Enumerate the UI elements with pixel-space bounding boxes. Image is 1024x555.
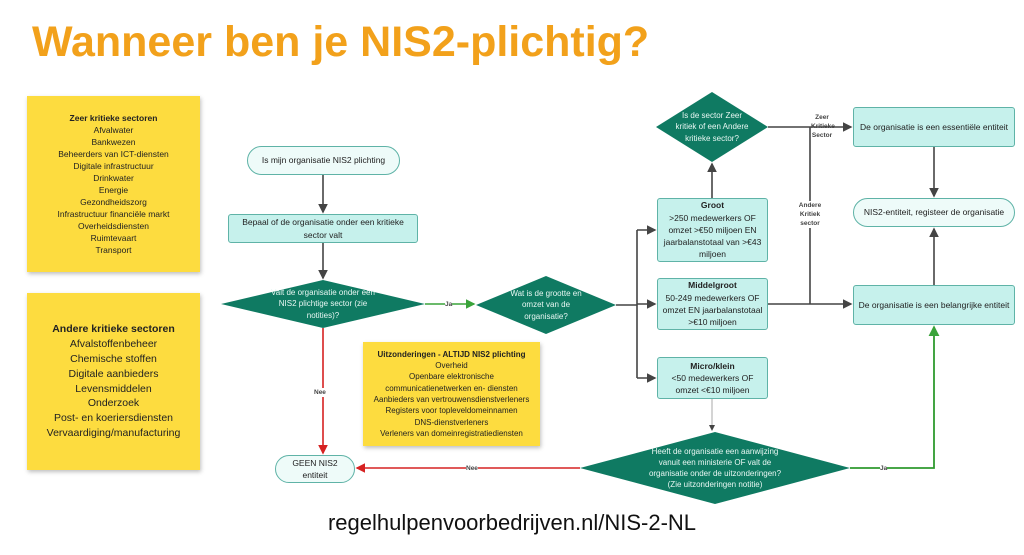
- note-heading: Uitzonderingen - ALTIJD NIS2 plichting: [377, 349, 526, 359]
- note-item: Energie: [98, 185, 129, 195]
- result-geen: GEEN NIS2 entiteit: [275, 455, 355, 483]
- note-zeer-kritieke-sectoren: Zeer kritieke sectoren Afvalwater Bankwe…: [27, 96, 200, 272]
- note-item: Bankwezen: [91, 136, 136, 147]
- size-middelgroot: Middelgroot 50-249 medewerkers OF omzet …: [657, 278, 768, 330]
- note-item: Infrastructuur financiële markt: [57, 209, 170, 220]
- note-item: Openbare elektronische: [409, 372, 494, 382]
- size-title: Middelgroot: [688, 280, 737, 291]
- decision-kritiek: Is de sector Zeer kritiek of een Andere …: [656, 92, 768, 162]
- bepaal-sector-step: Bepaal of de organisatie onder een kriti…: [228, 214, 418, 243]
- note-item: Digitale aanbieders: [68, 367, 159, 380]
- size-groot: Groot >250 medewerkers OF omzet >€50 mil…: [657, 198, 768, 262]
- source-url: regelhulpenvoorbedrijven.nl/NIS-2-NL: [327, 510, 697, 535]
- label-zeer-kritieke-sector: Zeer Kritieke Sector: [811, 114, 835, 140]
- result-registreer: NIS2-entiteit, registeer de organisatie: [853, 198, 1015, 227]
- decision-text: Heeft de organisatie een aanwijzing vanu…: [648, 446, 782, 490]
- note-item: Beheerders van ICT-diensten: [58, 148, 169, 159]
- decision-text: Wat is de grootte en omzet van de organi…: [510, 289, 582, 321]
- note-andere-kritieke-sectoren: Andere kritieke sectoren Afvalstoffenbeh…: [27, 293, 200, 470]
- note-item: Overheid: [435, 360, 468, 370]
- note-item: Levensmiddelen: [75, 382, 152, 395]
- note-item: Gezondheidszorg: [80, 197, 147, 208]
- note-item: Verleners van domeinregistratiediensten: [380, 429, 523, 439]
- decision-text: Is de sector Zeer kritiek of een Andere …: [675, 111, 749, 143]
- page-title: Wanneer ben je NIS2-plichtig?: [32, 18, 650, 66]
- size-title: Groot: [700, 200, 725, 211]
- note-item: Drinkwater: [93, 172, 134, 183]
- note-uitzonderingen: Uitzonderingen - ALTIJD NIS2 plichting O…: [363, 342, 540, 446]
- size-micro: Micro/klein <50 medewerkers OF omzet <€1…: [657, 357, 768, 399]
- note-item: DNS-dienstverleners: [414, 417, 489, 427]
- note-item: Registers voor topleveldomeinnamen: [385, 406, 518, 416]
- note-heading: Zeer kritieke sectoren: [69, 112, 158, 123]
- note-item: Digitale infrastructuur: [73, 160, 154, 171]
- decision-aanwijzing: Heeft de organisatie een aanwijzing vanu…: [580, 432, 850, 504]
- note-item: Post- en koeriersdiensten: [53, 412, 174, 425]
- start-node: Is mijn organisatie NIS2 plichting: [247, 146, 400, 175]
- note-item: Overheidsdiensten: [78, 221, 149, 232]
- label-nee: Nee: [314, 388, 326, 398]
- note-item: Afvalwater: [93, 124, 134, 135]
- note-item: Ruimtevaart: [90, 233, 137, 244]
- arrow-trunk: [616, 230, 638, 378]
- note-item: Chemische stoffen: [70, 352, 157, 365]
- note-item: Vervaardiging/manufacturing: [46, 427, 181, 440]
- decision-nis2-sector: Valt de organisatie onder een NIS2 plich…: [221, 280, 425, 328]
- decision-text: Valt de organisatie onder een NIS2 plich…: [271, 288, 375, 320]
- result-essentieel: De organisatie is een essentiële entitei…: [853, 107, 1015, 147]
- note-item: Onderzoek: [87, 397, 140, 410]
- size-title: Micro/klein: [690, 360, 735, 371]
- note-item: communicatienetwerken en- diensten: [385, 383, 518, 393]
- arrow-ja2: [850, 325, 940, 469]
- note-item: Transport: [95, 245, 132, 256]
- note-item: Aanbieders van vertrouwensdienstverlener…: [373, 395, 530, 404]
- label-ja: Ja: [445, 300, 453, 310]
- size-text: <50 medewerkers OF omzet <€10 miljoen: [671, 372, 754, 396]
- label-nee: Nee: [466, 464, 478, 474]
- label-andere-kritiek-sector: Andere Kritiek sector: [795, 201, 825, 229]
- result-belangrijk: De organisatie is een belangrijke entite…: [853, 285, 1015, 325]
- note-heading: Andere kritieke sectoren: [52, 322, 175, 335]
- note-item: Afvalstoffenbeheer: [69, 337, 158, 350]
- decision-grootte: Wat is de grootte en omzet van de organi…: [476, 276, 616, 334]
- size-text: 50-249 medewerkers OF omzet EN jaarbalan…: [662, 292, 763, 328]
- size-text: >250 medewerkers OF omzet >€50 miljoen E…: [663, 212, 762, 260]
- label-ja: Ja: [880, 464, 888, 474]
